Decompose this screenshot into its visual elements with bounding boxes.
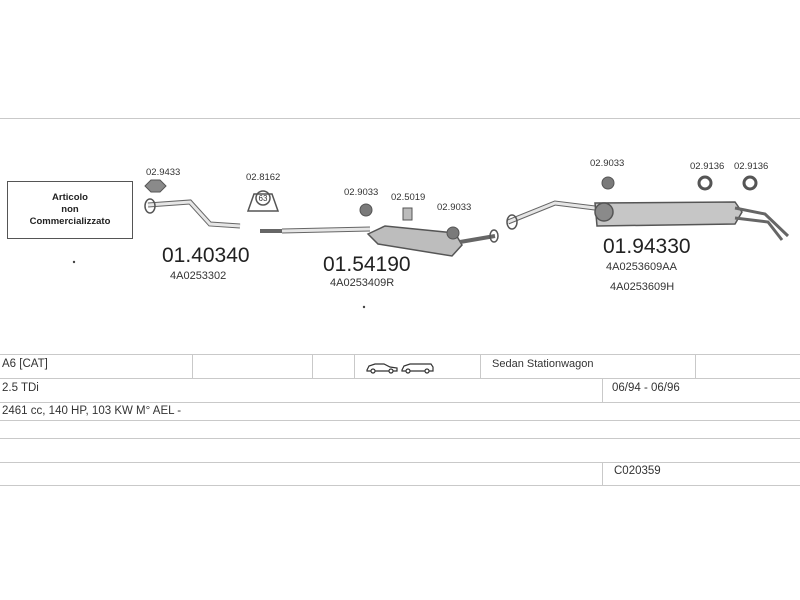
rubber-mount-icon [446,226,460,240]
note-line-2: non [61,204,79,215]
oem-number-front: 4A0253302 [170,270,227,282]
accessory-label-5: 02.9033 [437,202,472,213]
col-sep-7 [602,463,603,485]
note-line-1: Articolo [52,192,88,203]
accessory-label-2: 02.8162 [246,172,281,183]
model-cell: A6 [CAT] [2,358,48,370]
clamp-icon [246,190,280,212]
gasket-icon [144,179,167,193]
body-type-icons [366,360,436,379]
accessory-label-4: 02.5019 [391,192,426,203]
exhaust-diagram: 63 [72,175,790,309]
dates-cell: 06/94 - 06/96 [612,382,680,394]
accessory-label-3: 02.9033 [344,187,379,198]
row-line-3 [0,420,800,421]
row-line-4 [0,438,800,439]
row-line-5 [0,462,800,463]
col-sep-6 [602,379,603,402]
oem-number-rear-1: 4A0253609AA [606,261,677,273]
front-pipe-flange [144,198,156,214]
stationwagon-car-icon [401,363,434,374]
col-sep-1 [192,355,193,378]
part-code-middle: 01.54190 [323,253,411,276]
rear-muffler [594,201,743,227]
accessory-label-8: 02.9136 [734,161,769,172]
accessory-label-6: 02.9033 [590,158,625,169]
rubber-mount-icon [601,176,615,190]
specs-cell: 2461 cc, 140 HP, 103 KW M° AEL - [2,405,182,417]
oem-number-middle: 4A0253409R [330,277,395,289]
clamp-size-label: 63 [259,194,268,203]
diagram-bottom-border [0,354,800,355]
middle-muffler [366,225,463,257]
col-sep-5 [695,355,696,378]
top-border [0,118,800,119]
part-code-rear: 01.94330 [603,235,691,258]
engine-cell: 2.5 TDi [2,382,39,394]
oem-number-rear-2: 4A0253609H [610,281,675,293]
rubber-mount-icon [359,203,373,217]
body-type-cell: Sedan Stationwagon [492,358,594,370]
part-code-front: 01.40340 [162,244,250,267]
tailpipe [734,206,790,241]
sedan-car-icon [366,363,398,374]
ring-icon [742,175,758,191]
col-sep-2 [312,355,313,378]
col-sep-3 [354,355,355,378]
col-sep-4 [480,355,481,378]
not-commercialized-note: Articolo non Commercializzato [7,181,133,239]
note-line-3: Commercializzato [29,216,111,227]
row-line-6 [0,485,800,486]
row-line-1 [0,378,800,379]
accessory-label-1: 02.9433 [146,167,181,178]
catalog-code-cell: C020359 [614,465,661,477]
bolt-icon [402,207,413,221]
row-line-2 [0,402,800,403]
accessory-label-7: 02.9136 [690,161,725,172]
ring-icon [697,175,713,191]
